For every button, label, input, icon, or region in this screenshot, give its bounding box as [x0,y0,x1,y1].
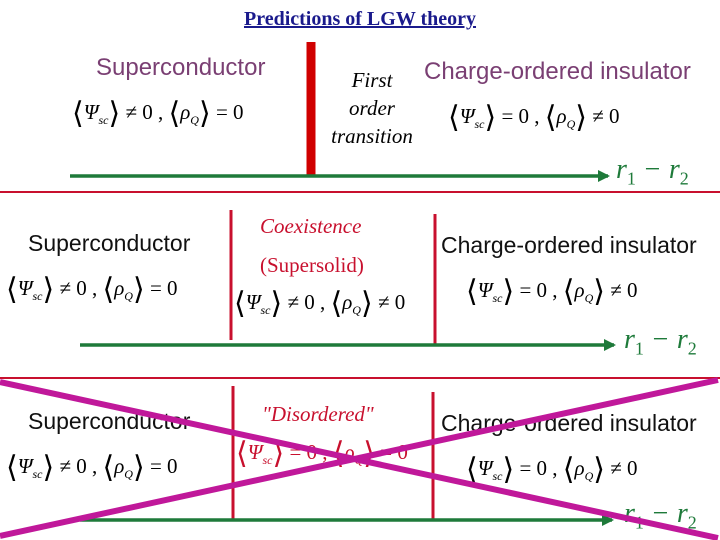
cross-line-2 [0,377,719,539]
coexistence-title: Coexistence [260,214,362,238]
panel2-middle-equation: ⟨Ψsc⟩ ≠ 0 , ⟨ρQ⟩ ≠ 0 [234,286,406,321]
axis-label-2: r1 − r2 [624,324,697,359]
axis-label-1: r1 − r2 [616,154,689,189]
panel1-charge-ordered-label: Charge-ordered insulator [424,58,691,85]
panel2-superconductor-label: Superconductor [28,230,191,256]
panel1-right-equation: ⟨Ψsc⟩ = 0 , ⟨ρQ⟩ ≠ 0 [448,100,620,135]
panel1-superconductor-label: Superconductor [96,54,266,81]
supersolid-label: (Supersolid) [260,253,364,277]
first-order-transition-label: First order transition [331,68,413,148]
disordered-title: "Disordered" [262,402,374,426]
panel2-right-equation: ⟨Ψsc⟩ = 0 , ⟨ρQ⟩ ≠ 0 [466,274,638,309]
panel2-charge-ordered-label: Charge-ordered insulator [441,232,697,258]
panel3-superconductor-label: Superconductor [28,408,191,434]
page-title: Predictions of LGW theory [243,8,477,30]
panel3-right-equation: ⟨Ψsc⟩ = 0 , ⟨ρQ⟩ ≠ 0 [466,452,638,487]
panel1-left-equation: ⟨Ψsc⟩ ≠ 0 , ⟨ρQ⟩ = 0 [72,96,244,131]
panel3-left-equation: ⟨Ψsc⟩ ≠ 0 , ⟨ρQ⟩ = 0 [6,450,178,485]
panel2-left-equation: ⟨Ψsc⟩ ≠ 0 , ⟨ρQ⟩ = 0 [6,272,178,307]
